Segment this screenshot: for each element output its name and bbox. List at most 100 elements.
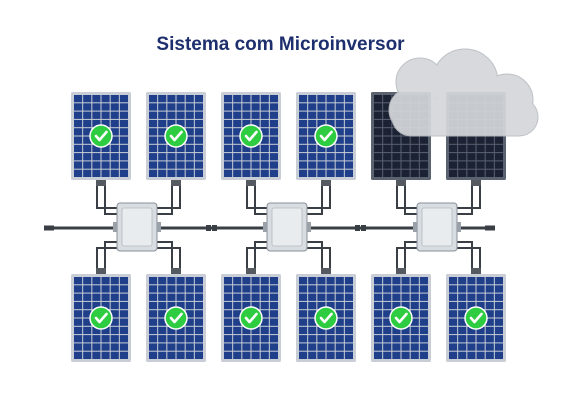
panel-cell xyxy=(449,326,458,335)
panel-cell xyxy=(392,161,401,169)
panel-cell xyxy=(401,343,410,351)
panel-cell xyxy=(269,351,278,359)
panel-cell xyxy=(449,153,458,161)
panel-cell xyxy=(410,277,419,285)
bottom-panel-5 xyxy=(371,274,431,362)
panel-cell xyxy=(383,136,392,144)
panel-cell xyxy=(176,111,185,119)
check-mark xyxy=(244,312,258,324)
panel-cell xyxy=(485,136,494,144)
panel-cell xyxy=(194,144,203,153)
panel-cell xyxy=(110,119,119,128)
panel-cell xyxy=(299,343,308,351)
panel-cell xyxy=(224,111,233,119)
check-circle-bg xyxy=(389,306,413,330)
panel-cell xyxy=(392,153,401,161)
panel-cell xyxy=(449,335,458,343)
check-circle-icon xyxy=(464,306,488,330)
panel-cell xyxy=(374,136,383,144)
panel-cell xyxy=(224,285,233,293)
panel-cell xyxy=(419,161,428,169)
panel-cell xyxy=(251,119,260,128)
panel-cell xyxy=(317,119,326,128)
panel-cell xyxy=(233,343,242,351)
panel-cell xyxy=(326,95,335,103)
panel-cell xyxy=(251,161,260,169)
panel-cell xyxy=(374,95,383,103)
panel-cell xyxy=(242,351,251,359)
panel-cell xyxy=(194,293,203,301)
panel-cell xyxy=(467,169,476,177)
panel-cell xyxy=(158,103,167,111)
panel-cell xyxy=(269,103,278,111)
panel-cell xyxy=(401,326,410,335)
panel-cell xyxy=(242,326,251,335)
panel-cell xyxy=(74,310,83,318)
panel-cell xyxy=(83,161,92,169)
panel-cell xyxy=(176,343,185,351)
panel-cell xyxy=(83,95,92,103)
panel-cell xyxy=(224,153,233,161)
top-panel-4 xyxy=(296,92,356,180)
panel-cell xyxy=(269,326,278,335)
panel-cell xyxy=(167,161,176,169)
microinverter-1 xyxy=(113,202,161,252)
dc-cable xyxy=(155,180,173,215)
check-circle-bg xyxy=(314,124,338,148)
panel-cell xyxy=(158,153,167,161)
panel-cell xyxy=(269,95,278,103)
panel-cell xyxy=(260,161,269,169)
panel-cell xyxy=(110,326,119,335)
panel-cell xyxy=(92,153,101,161)
panel-cell xyxy=(242,161,251,169)
panel-cell xyxy=(119,153,128,161)
panel-cell xyxy=(260,285,269,293)
dc-cable xyxy=(254,180,269,215)
panel-cell xyxy=(335,277,344,285)
panel-cell xyxy=(494,144,503,153)
panel-cell xyxy=(83,111,92,119)
panel-cell xyxy=(119,318,128,326)
dc-cable xyxy=(305,180,331,209)
panel-cell xyxy=(167,351,176,359)
bottom-panel-6 xyxy=(446,274,506,362)
panel-cell xyxy=(110,351,119,359)
check-circle-bg xyxy=(239,306,263,330)
panel-cell xyxy=(251,343,260,351)
panel-cell xyxy=(158,351,167,359)
panel-cell xyxy=(185,335,194,343)
panel-cell xyxy=(158,310,167,318)
panel-cell xyxy=(317,301,326,310)
panel-cell xyxy=(224,326,233,335)
bottom-panel-3 xyxy=(221,274,281,362)
panel-cell xyxy=(467,335,476,343)
panel-cell xyxy=(167,169,176,177)
panel-cell xyxy=(458,153,467,161)
panel-cell xyxy=(185,326,194,335)
panel-cell xyxy=(185,343,194,351)
panel-cell xyxy=(383,128,392,136)
panel-cell xyxy=(344,111,353,119)
panel-cell xyxy=(149,95,158,103)
panel-cell xyxy=(149,285,158,293)
panel-cell xyxy=(119,310,128,318)
panel-cell xyxy=(374,343,383,351)
check-mark xyxy=(94,312,108,324)
panel-cell xyxy=(392,128,401,136)
panel-cell xyxy=(392,301,401,310)
panel-cell xyxy=(308,310,317,318)
panel-cell xyxy=(167,293,176,301)
panel-cell xyxy=(110,169,119,177)
panel-cell xyxy=(476,285,485,293)
panel-cell xyxy=(374,128,383,136)
check-mark xyxy=(94,130,108,142)
panel-cell xyxy=(101,343,110,351)
panel-cell xyxy=(494,277,503,285)
junction-box xyxy=(396,268,406,274)
panel-cell xyxy=(326,335,335,343)
panel-cell xyxy=(494,343,503,351)
panel-cell xyxy=(194,103,203,111)
panel-cell xyxy=(233,119,242,128)
panel-cell xyxy=(101,301,110,310)
panel-cell xyxy=(374,351,383,359)
